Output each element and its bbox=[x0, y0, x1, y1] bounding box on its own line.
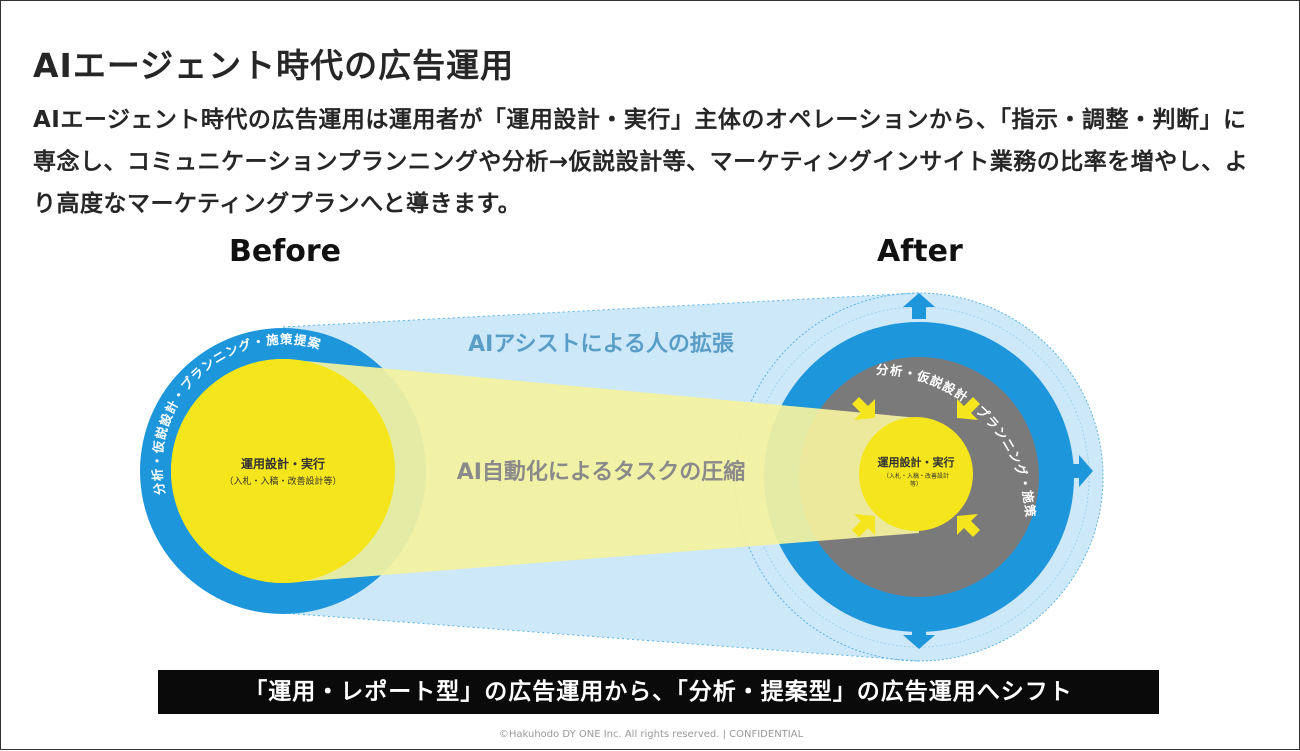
after-core-title: 運用設計・実行 bbox=[878, 455, 955, 469]
arrow-inward-bottomleft-icon bbox=[852, 514, 875, 537]
slide-description: AIエージェント時代の広告運用は運用者が「運用設計・実行」主体のオペレーションか… bbox=[33, 107, 1249, 217]
after-label: After bbox=[877, 234, 963, 269]
shift-banner: 「運用・レポート型」の広告運用から、「分析・提案型」の広告運用へシフト bbox=[158, 670, 1159, 714]
before-core-title: 運用設計・実行 bbox=[241, 456, 325, 471]
before-label: Before bbox=[229, 234, 342, 269]
after-core-sub-2: 等） bbox=[910, 480, 922, 488]
arrow-inward-topright-icon bbox=[957, 397, 980, 420]
after-core-sub-1: （入札・入稿・改善設計 bbox=[883, 472, 949, 480]
arrow-right-icon bbox=[1067, 455, 1093, 487]
compression-arrows bbox=[852, 397, 980, 537]
compression-funnel bbox=[283, 359, 919, 583]
copyright-footer: ©Hakuhodo DY ONE Inc. All rights reserve… bbox=[498, 729, 804, 740]
arrow-up-icon bbox=[903, 293, 935, 319]
slide-title: AIエージェント時代の広告運用 bbox=[33, 46, 515, 85]
arrow-down-icon bbox=[903, 623, 935, 649]
before-core-sub: （入札・入稿・改善設計等） bbox=[224, 475, 341, 487]
expansion-annotation: AIアシストによる人の拡張 bbox=[468, 332, 735, 357]
arrow-inward-bottomright-icon bbox=[957, 514, 980, 537]
after-core bbox=[859, 417, 973, 531]
arrow-inward-topleft-icon bbox=[852, 397, 875, 420]
compression-annotation: AI自動化によるタスクの圧縮 bbox=[457, 459, 746, 485]
expansion-arrows bbox=[903, 293, 1093, 649]
